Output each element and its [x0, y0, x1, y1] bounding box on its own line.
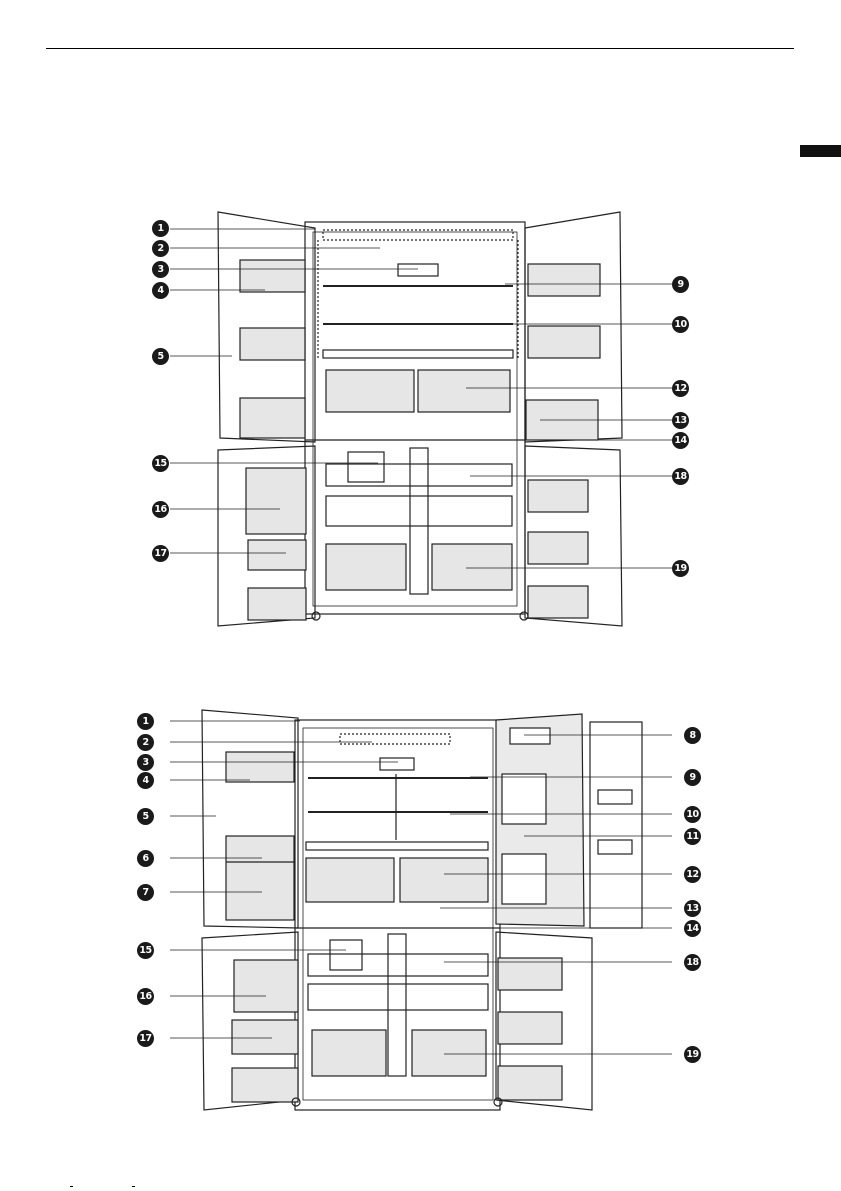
callout-10: 10	[672, 316, 689, 333]
callout-6: 6	[137, 850, 154, 867]
callout-2: 2	[152, 240, 169, 257]
callout-15: 15	[152, 455, 169, 472]
callout-12: 12	[672, 380, 689, 397]
callout-19: 19	[672, 560, 689, 577]
callout-14: 14	[684, 920, 701, 937]
callout-7: 7	[137, 884, 154, 901]
callout-15: 15	[137, 942, 154, 959]
header-rule	[46, 48, 794, 49]
callout-18: 18	[672, 468, 689, 485]
bottom-mark	[70, 1186, 73, 1187]
bottom-mark	[132, 1186, 135, 1187]
callout-16: 16	[152, 501, 169, 518]
callout-19: 19	[684, 1046, 701, 1063]
callout-8: 8	[684, 727, 701, 744]
callout-17: 17	[152, 545, 169, 562]
callout-3: 3	[137, 754, 154, 771]
callout-11: 11	[684, 828, 701, 845]
callout-9: 9	[684, 769, 701, 786]
callout-5: 5	[152, 348, 169, 365]
callout-2: 2	[137, 734, 154, 751]
language-tab	[800, 145, 841, 157]
callout-layer-2: 1 2 3 4 5 6 7 8 9 10 11 12 13 14 15 16 1…	[0, 700, 841, 1120]
callout-4: 4	[152, 282, 169, 299]
callout-9: 9	[672, 276, 689, 293]
callout-17: 17	[137, 1030, 154, 1047]
callout-12: 12	[684, 866, 701, 883]
callout-16: 16	[137, 988, 154, 1005]
callout-13: 13	[672, 412, 689, 429]
fridge-diagram-2: 1 2 3 4 5 6 7 8 9 10 11 12 13 14 15 16 1…	[0, 700, 841, 1120]
fridge-diagram-1: 1 2 3 4 5 9 10 12 13 14 15 16 17 18 19	[0, 200, 841, 640]
callout-4: 4	[137, 772, 154, 789]
callout-1: 1	[137, 713, 154, 730]
callout-13: 13	[684, 900, 701, 917]
callout-10: 10	[684, 806, 701, 823]
callout-layer-1: 1 2 3 4 5 9 10 12 13 14 15 16 17 18 19	[0, 200, 841, 640]
callout-14: 14	[672, 432, 689, 449]
callout-18: 18	[684, 954, 701, 971]
callout-3: 3	[152, 261, 169, 278]
callout-5: 5	[137, 808, 154, 825]
callout-1: 1	[152, 220, 169, 237]
